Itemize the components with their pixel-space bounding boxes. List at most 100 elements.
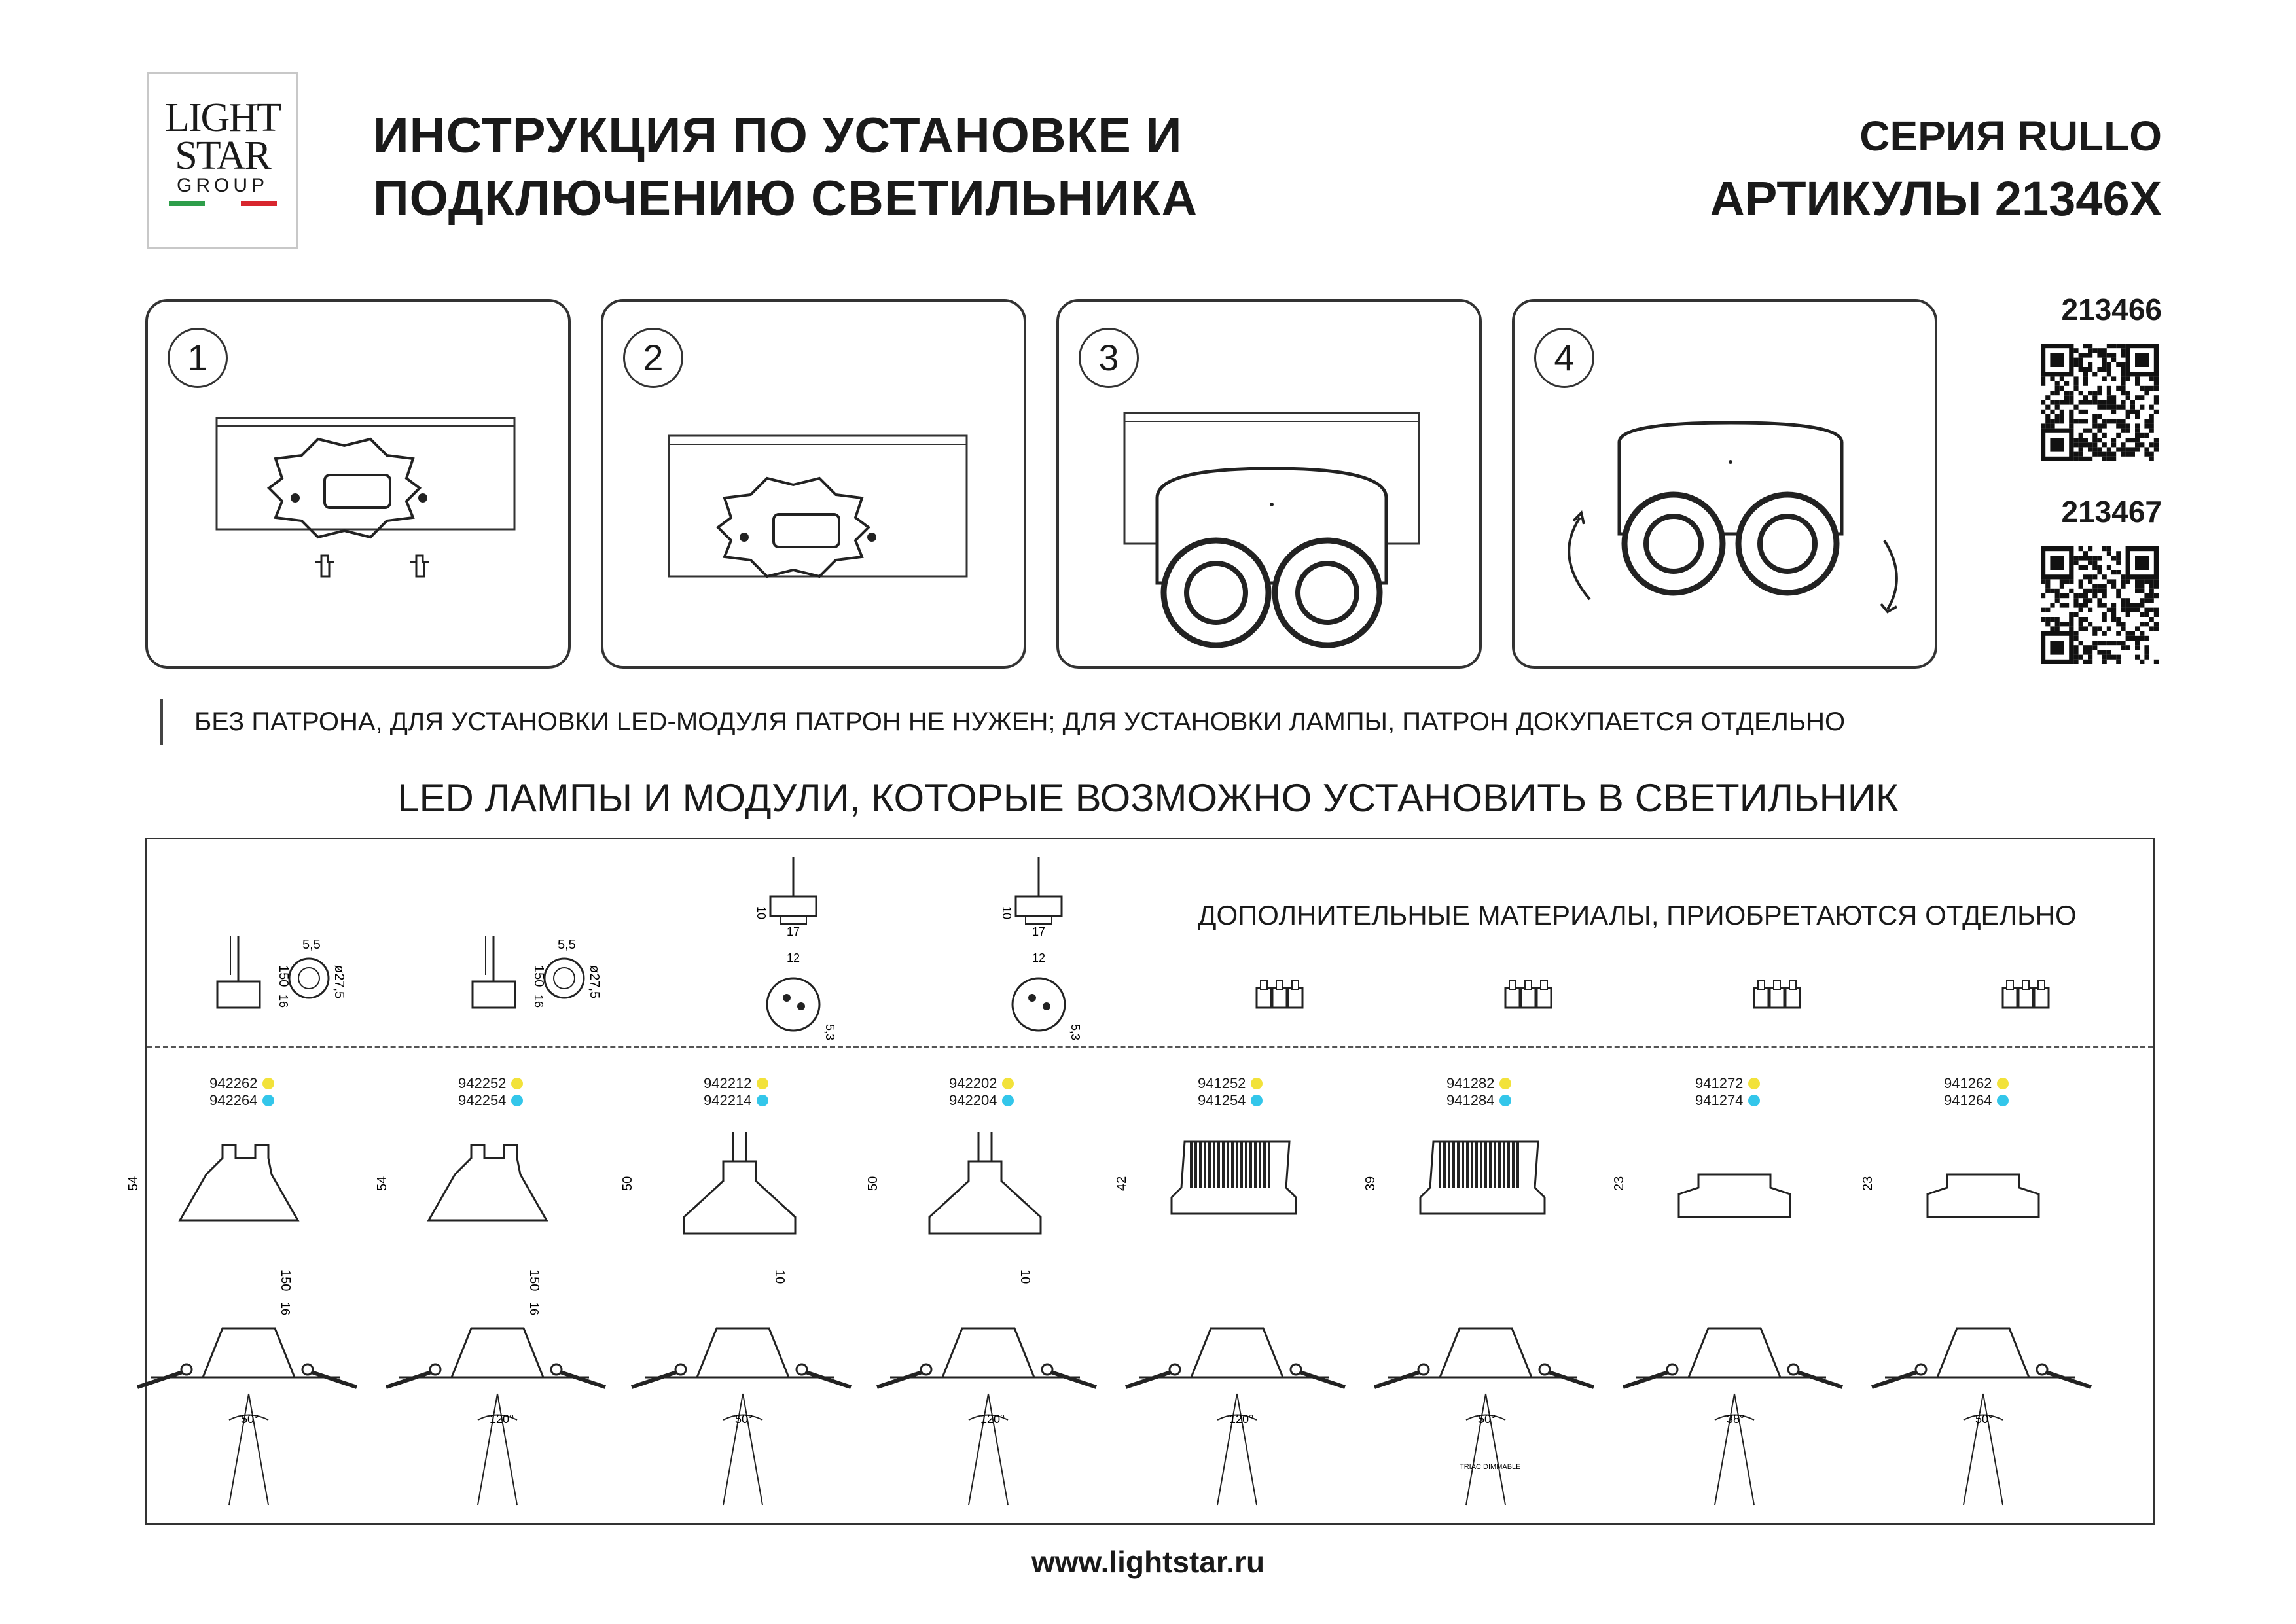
warm-article: 941252 [1198,1075,1246,1091]
cold-light-dot [1748,1095,1761,1106]
warm-light-dot [1499,1078,1512,1089]
mounting-bracket-illustration [215,417,516,578]
series-block: СЕРИЯ RULLO АРТИКУЛЫ 21346X [1710,105,2162,230]
lamp-drawing: 5055120°10 [866,1132,1097,1506]
lamp-drawing: 232950° [1861,1173,2092,1506]
svg-text:17: 17 [1032,925,1045,938]
step-3-panel: 3 [1056,299,1482,669]
beam-angle: 120° [980,1413,1005,1426]
svg-text:16: 16 [277,995,290,1008]
wire-length-2: 16 [279,1302,292,1315]
cold-article: 941284 [1446,1092,1495,1108]
dashed-divider [147,1046,2153,1048]
gu53-socket-1: 10 17 12 5,3 [755,857,836,1040]
step-number: 2 [623,328,683,388]
svg-text:150: 150 [276,965,291,987]
wire-length: 10 [1018,1269,1032,1284]
qr-code-213466[interactable] [2041,344,2159,461]
additional-materials-note: ДОПОЛНИТЕЛЬНЫЕ МАТЕРИАЛЫ, ПРИОБРЕТАЮТСЯ … [1198,900,2077,930]
beam-angle: 120° [490,1413,514,1426]
wire-length: 150 [278,1269,293,1291]
beam-angle: 50° [1975,1413,1993,1426]
lamp-height: 23 [1861,1176,1875,1191]
series-name: СЕРИЯ RULLO [1859,113,2162,160]
warm-article: 942262 [209,1075,258,1091]
warm-light-dot [262,1078,275,1089]
mounted-bracket-illustration [668,434,968,578]
brand-logo: LIGHT STAR GROUP [147,72,298,249]
terminal-blocks-row [1255,980,2050,1009]
cold-article: 941274 [1695,1092,1744,1108]
svg-text:150: 150 [531,965,546,987]
terminal-block [1504,980,1552,1009]
warm-light-dot [511,1078,524,1089]
lamp-drawing: 232938° [1612,1173,1843,1506]
cold-article: 942214 [704,1092,752,1108]
step-number: 1 [168,328,228,388]
warm-article: 941262 [1944,1075,1992,1091]
lamp-drawing: 505550°10 [620,1132,852,1506]
step-2-panel: 2 [601,299,1026,669]
svg-text:12: 12 [787,951,800,964]
website-url[interactable]: www.lightstar.ru [1031,1545,1265,1579]
svg-text:5,5: 5,5 [558,938,576,952]
cold-article: 942204 [949,1092,997,1108]
flag-stripe [168,201,277,206]
title-line2: ПОДКЛЮЧЕНИЮ СВЕТИЛЬНИКА [373,171,1198,226]
step-4-panel: 4 [1512,299,1937,669]
lamp-height: 54 [126,1176,141,1191]
cold-light-dot [1499,1095,1512,1106]
cold-light-dot [1997,1095,2009,1106]
svg-text:5,3: 5,3 [1069,1024,1082,1040]
dimmable-label: TRIAC DIMMABLE [1460,1463,1521,1471]
warm-article: 941282 [1446,1075,1495,1091]
cold-light-dot [262,1095,275,1106]
article-code-2: 213467 [2061,495,2162,529]
gu10-socket-2: 150 16 5,5 ø27,5 [471,936,601,1009]
warm-light-dot [1748,1078,1761,1089]
svg-text:17: 17 [787,925,800,938]
terminal-block [1753,980,1801,1009]
logo-line3: GROUP [176,175,268,196]
terminal-block [2001,980,2050,1009]
warm-article: 941272 [1695,1075,1744,1091]
compatibility-table [145,838,2155,1525]
document-title: ИНСТРУКЦИЯ ПО УСТАНОВКЕ И ПОДКЛЮЧЕНИЮ СВ… [373,105,1198,230]
beam-angle: 50° [241,1413,259,1426]
cold-light-dot [511,1095,524,1106]
lamp-height: 54 [375,1176,389,1191]
title-line1: ИНСТРУКЦИЯ ПО УСТАНОВКЕ И [373,108,1183,164]
warm-light-dot [757,1078,769,1089]
warm-light-dot [1997,1078,2009,1089]
fixture-mounted-illustration [1123,412,1420,648]
beam-angle: 38° [1727,1413,1744,1426]
qr-code-213467[interactable] [2041,546,2159,664]
svg-text:ø27,5: ø27,5 [587,965,601,998]
socket-note: БЕЗ ПАТРОНА, ДЛЯ УСТАНОВКИ LED-МОДУЛЯ ПА… [160,699,1845,745]
lamp-drawing: 4242120° [1115,1140,1346,1506]
wire-length: 150 [527,1269,541,1291]
article-code-1: 213466 [2061,292,2162,327]
warm-light-dot [1002,1078,1014,1089]
svg-text:5,3: 5,3 [823,1024,836,1040]
lamp-drawing: 393950°TRIAC DIMMABLE [1363,1140,1594,1506]
warm-article: 942252 [458,1075,507,1091]
lamp-height: 42 [1115,1176,1129,1191]
cold-article: 942264 [209,1092,258,1108]
step-1-panel: 1 [145,299,571,669]
wire-length-2: 16 [528,1302,541,1315]
lamp-height: 39 [1363,1176,1378,1191]
lamp-height: 23 [1612,1176,1626,1191]
step-number: 3 [1079,328,1139,388]
step-number: 4 [1534,328,1594,388]
article-numbers: АРТИКУЛЫ 21346X [1710,171,2162,226]
